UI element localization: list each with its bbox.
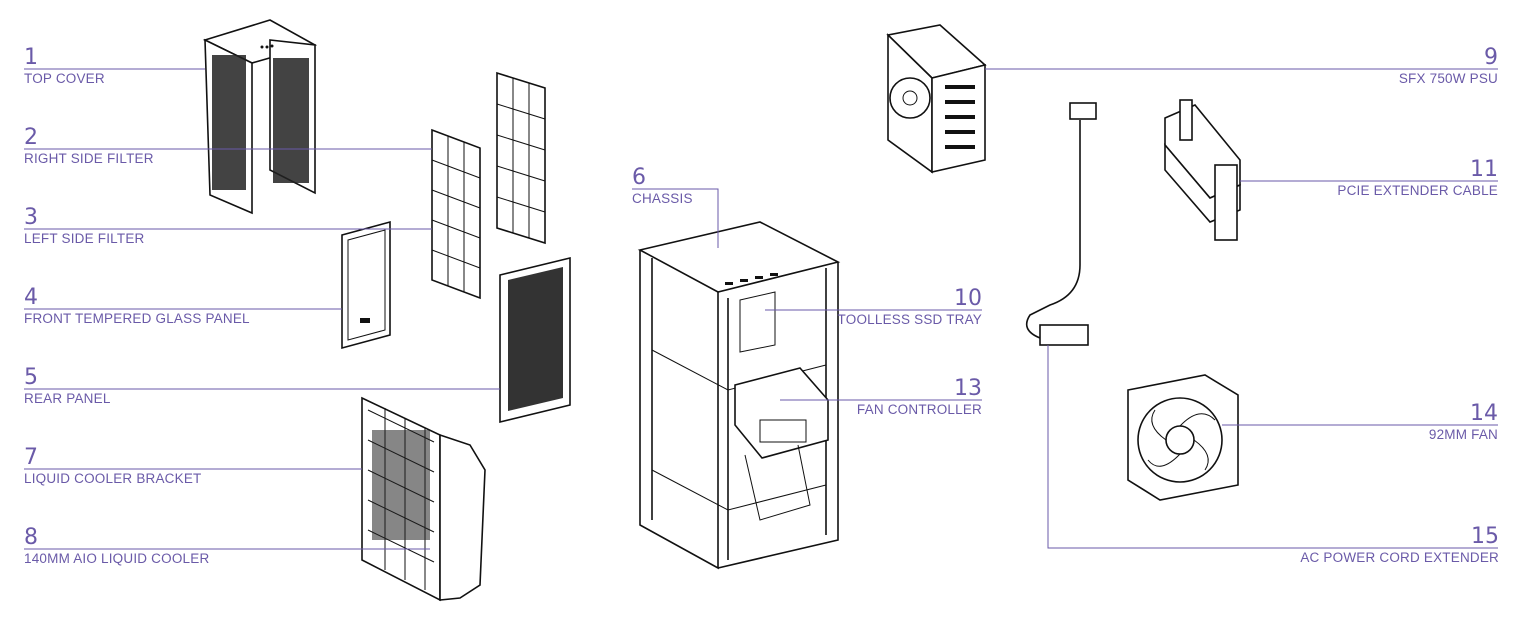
callout-label: FAN CONTROLLER (856, 402, 982, 417)
callout-number: 7 (24, 445, 38, 470)
callout-label: PCIE EXTENDER CABLE (1337, 183, 1498, 198)
fan-drawing (1127, 374, 1239, 501)
callout-label: CHASSIS (632, 191, 693, 206)
callout-number: 1 (24, 45, 38, 70)
callout-label: TOOLLESS SSD TRAY (837, 312, 982, 327)
callout-number: 11 (1470, 157, 1498, 182)
callout-number: 10 (954, 286, 982, 311)
leader-lines (24, 68, 1498, 550)
psu-drawing (886, 24, 987, 174)
callout-number: 8 (24, 525, 38, 550)
front-glass-drawing (341, 220, 391, 350)
callout-label: 140MM AIO LIQUID COOLER (24, 551, 210, 566)
callout-label: SFX 750W PSU (1398, 71, 1498, 86)
rear-panel-drawing (499, 256, 571, 424)
callout-label: LEFT SIDE FILTER (24, 231, 145, 246)
callout-number: 4 (24, 285, 38, 310)
callout-number: 2 (24, 125, 38, 150)
cooler-drawing (361, 396, 486, 602)
callout-number: 14 (1470, 401, 1498, 426)
callout-number: 6 (632, 165, 646, 190)
right-side-filter-drawing (496, 71, 546, 245)
chassis-drawing (637, 221, 841, 570)
left-side-filter-drawing (431, 128, 481, 300)
callout-label: LIQUID COOLER BRACKET (24, 471, 202, 486)
callout-label: FRONT TEMPERED GLASS PANEL (24, 311, 250, 326)
callout-number: 3 (24, 205, 38, 230)
callout-label: REAR PANEL (24, 391, 111, 406)
callout-number: 15 (1471, 524, 1499, 549)
power-cord-drawing (1025, 102, 1097, 346)
callout-number: 9 (1484, 45, 1498, 70)
callout-number: 5 (24, 365, 38, 390)
callout-label: TOP COVER (24, 71, 105, 86)
callout-label: 92MM FAN (1428, 427, 1498, 442)
callout-label: RIGHT SIDE FILTER (24, 151, 154, 166)
top-cover-drawing (202, 19, 318, 215)
callout-number: 13 (954, 376, 982, 401)
callout-label: AC POWER CORD EXTENDER (1300, 550, 1499, 565)
pcie-extender-drawing (1164, 99, 1241, 241)
